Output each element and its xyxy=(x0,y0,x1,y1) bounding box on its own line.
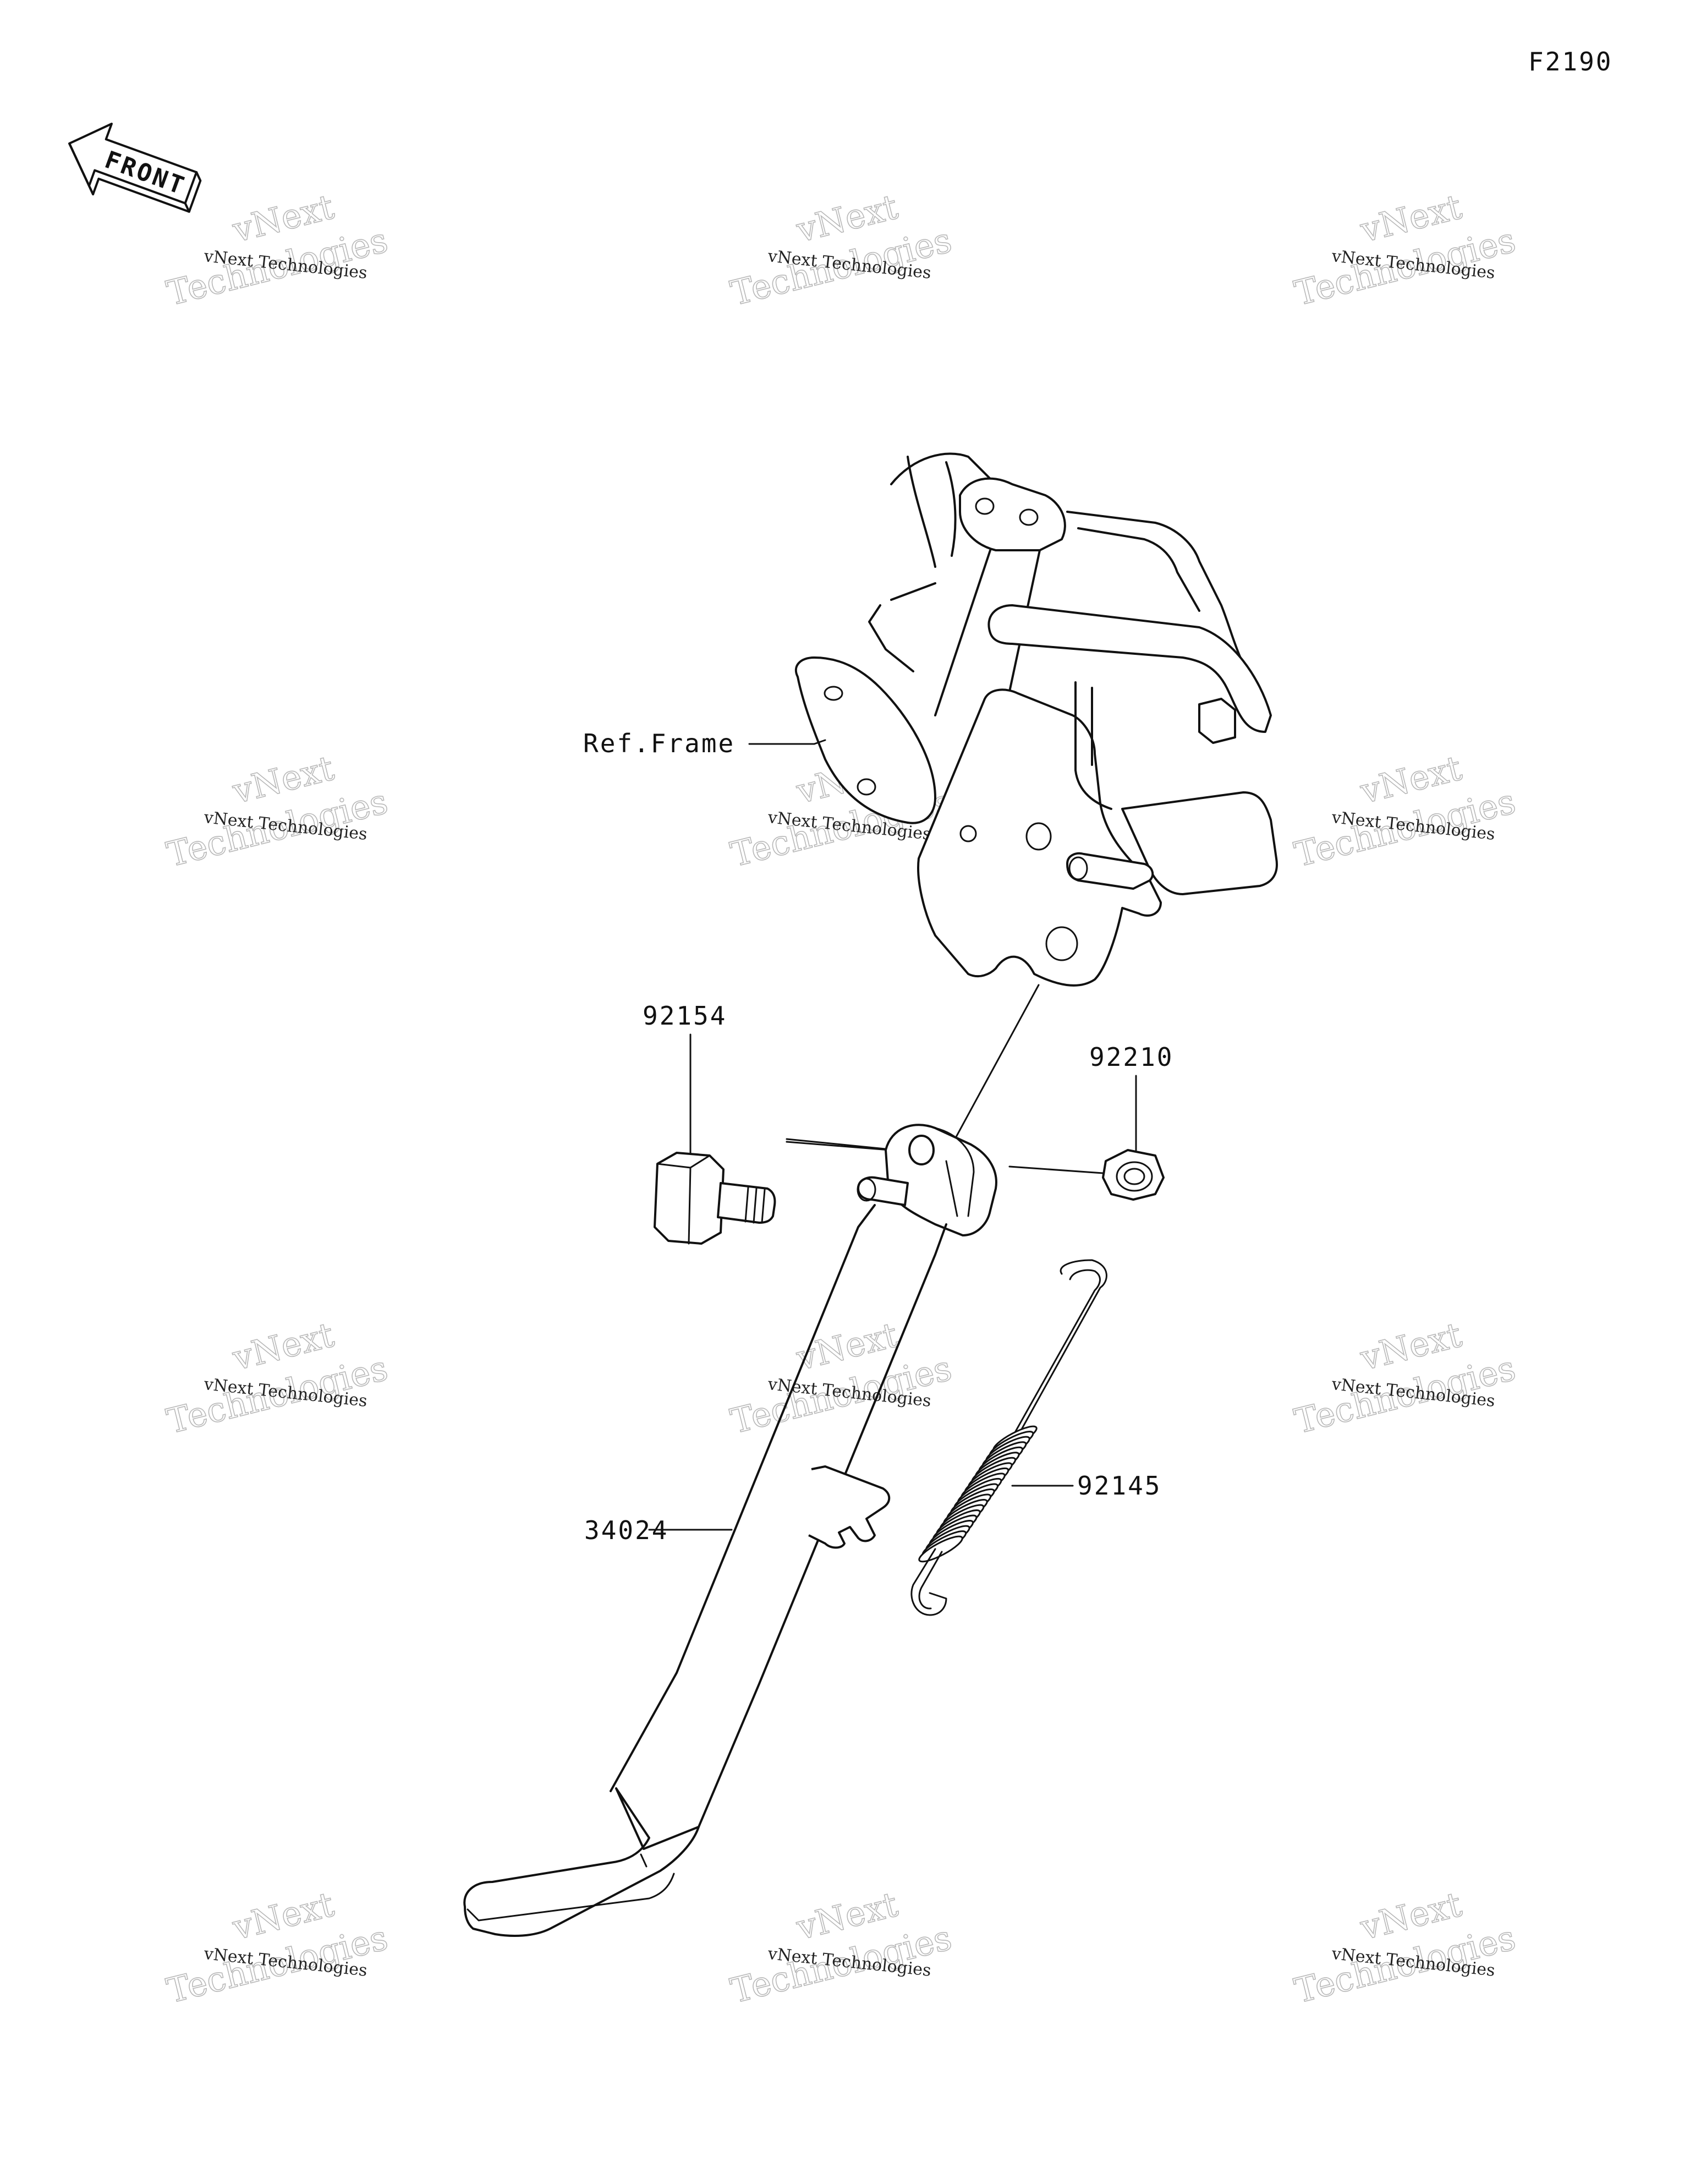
frame-assembly xyxy=(794,452,1278,987)
nut-92210 xyxy=(1102,1149,1165,1201)
part-label-92210: 92210 xyxy=(1089,1042,1173,1072)
spring-92145 xyxy=(910,1259,1107,1616)
part-label-ref-frame: Ref.Frame xyxy=(583,729,735,758)
part-label-92145: 92145 xyxy=(1077,1471,1161,1501)
part-label-92154: 92154 xyxy=(643,1001,727,1031)
part-label-34024: 34024 xyxy=(584,1515,668,1545)
spring-coils xyxy=(918,1425,1038,1563)
front-arrow-icon: FRONT xyxy=(68,122,202,213)
side-stand-34024 xyxy=(463,1124,997,1937)
spring-coil xyxy=(918,1535,963,1563)
bolt-92154 xyxy=(654,1152,776,1245)
figure-code: F2190 xyxy=(1528,47,1612,76)
